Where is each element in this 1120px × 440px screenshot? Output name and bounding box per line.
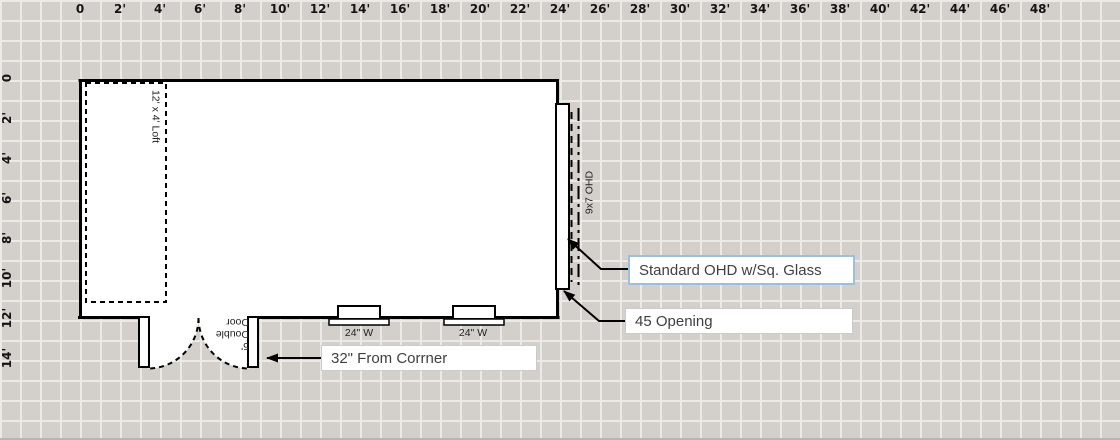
ruler-top-label: 28' — [629, 2, 651, 16]
door-label-line-3: Door — [226, 316, 249, 328]
window-1-frame — [337, 305, 381, 320]
ruler-top-label: 32' — [709, 2, 731, 16]
window-1[interactable] — [328, 305, 390, 326]
ruler-top-label: 10' — [269, 2, 291, 16]
overhead-door-panel — [555, 103, 570, 290]
callout-opening-text: 45 Opening — [635, 312, 713, 330]
door-swing-area-left — [148, 318, 199, 369]
ruler-top-label: 16' — [389, 2, 411, 16]
overhead-door[interactable] — [555, 103, 580, 290]
callout-corner[interactable]: 32" From Corrner — [321, 345, 537, 371]
ruler-top-label: 0 — [75, 2, 85, 16]
leader-standard-ohd — [567, 238, 628, 270]
window-2-sill — [443, 318, 505, 326]
door-jamb-left — [138, 316, 150, 368]
door-jamb-right — [247, 316, 259, 368]
ruler-top-label: 8' — [233, 2, 247, 16]
door-label-line-2: Double — [215, 328, 249, 340]
callout-standard-ohd-text: Standard OHD w/Sq. Glass — [639, 261, 822, 279]
door-label-line-1: 5' — [241, 340, 249, 352]
leader-opening — [563, 290, 625, 322]
ruler-top-label: 42' — [909, 2, 931, 16]
building-interior[interactable] — [80, 80, 558, 318]
loft-outline[interactable] — [85, 82, 167, 303]
ruler-top-label: 36' — [789, 2, 811, 16]
double-door[interactable] — [138, 316, 259, 370]
ruler-top-label: 26' — [589, 2, 611, 16]
ruler-top-label: 2' — [113, 2, 127, 16]
ruler-top-label: 34' — [749, 2, 771, 16]
ruler-top-label: 18' — [429, 2, 451, 16]
callout-standard-ohd[interactable]: Standard OHD w/Sq. Glass — [628, 255, 855, 285]
door-swing-arc-left — [147, 317, 200, 370]
ruler-top-label: 4' — [153, 2, 167, 16]
overhead-door-label: 9x7 OHD — [583, 170, 596, 215]
ruler-top-label: 24' — [549, 2, 571, 16]
loft-label: 12' x 4' Loft — [149, 89, 162, 144]
ruler-top-label: 46' — [989, 2, 1011, 16]
window-2[interactable] — [443, 305, 505, 326]
ruler-top-label: 48' — [1029, 2, 1051, 16]
callout-opening[interactable]: 45 Opening — [625, 308, 853, 334]
double-door-label: 5' Double Door — [203, 312, 249, 352]
door-swing-arc-right — [197, 317, 250, 370]
ruler-top-label: 44' — [949, 2, 971, 16]
ruler-top-label: 12' — [309, 2, 331, 16]
window-1-sill — [328, 318, 390, 326]
ruler-top-label: 22' — [509, 2, 531, 16]
door-swing-area-right — [198, 318, 249, 369]
ruler-top-label: 20' — [469, 2, 491, 16]
ruler-top-label: 40' — [869, 2, 891, 16]
window-1-label: 24" W — [344, 327, 374, 339]
window-2-frame — [452, 305, 496, 320]
ruler-top-label: 30' — [669, 2, 691, 16]
window-2-label: 24" W — [458, 327, 488, 339]
ruler-top-label: 38' — [829, 2, 851, 16]
ruler-top-label: 6' — [193, 2, 207, 16]
door-opening-gap — [139, 314, 258, 320]
callout-corner-text: 32" From Corrner — [331, 349, 448, 367]
ruler-top-label: 14' — [349, 2, 371, 16]
canvas-bottom-edge — [0, 438, 1120, 440]
building-walls — [78, 79, 560, 319]
